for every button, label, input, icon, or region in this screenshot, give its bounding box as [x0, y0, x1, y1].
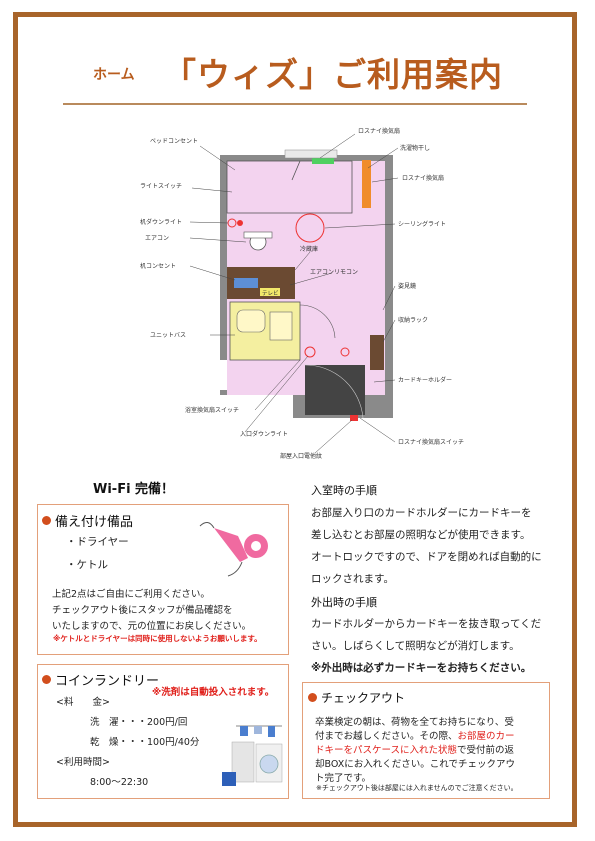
label-losnay-right: ロスナイ換気扇 — [402, 174, 444, 182]
bed-line — [291, 160, 301, 181]
amenities-warning: ※ケトルとドライヤーは同時に使用しないようお願いします。 — [53, 634, 262, 643]
label-laundry-pole: 洗濯物干し — [400, 144, 430, 152]
bullet-dot-icon — [42, 516, 51, 525]
label-unit-bath: ユニットバス — [150, 332, 186, 339]
detergent-note: ※洗剤は自動投入されます。 — [152, 687, 275, 698]
wifi-notice: Wi-Fi 完備！ — [93, 482, 175, 497]
tv-label: テレビ — [262, 289, 279, 297]
label-entrance-downlight: 入口ダウンライト — [240, 430, 288, 438]
label-fridge: 冷蔵庫 — [300, 245, 318, 253]
washing-machine-icon — [222, 725, 283, 786]
entrance-switch-marker — [350, 415, 358, 421]
exit-text: さい。しばらくして照明などが消灯します。 — [311, 640, 520, 652]
exit-text: カードホルダーからカードキーを抜き取ってくだ — [311, 618, 542, 630]
ceiling-light — [295, 213, 325, 243]
entry-title: 入室時の手順 — [311, 484, 377, 497]
label-card-holder: カードキーホルダー — [398, 376, 452, 384]
label-aircon: エアコン — [145, 235, 169, 242]
amenities-heading: 備え付け備品 — [42, 511, 133, 530]
amenities-text: いたしますので、元の位置にお戻しください。 — [52, 621, 252, 632]
bed — [226, 160, 353, 214]
amenities-text: チェックアウト後にスタッフが備品確認を — [52, 605, 233, 616]
dry-fee: 乾 燥・・・100円/40分 — [90, 737, 200, 748]
amenity-item: ・ケトル — [66, 559, 108, 571]
label-bath-fan-switch: 浴室換気扇スイッチ — [185, 406, 239, 414]
amenities-text: 上記2点はご自由にご利用ください。 — [52, 589, 210, 600]
downlight-marker — [340, 347, 350, 357]
toilet — [269, 311, 293, 341]
storage-rack — [370, 335, 384, 370]
fee-header: <料 金> — [56, 697, 110, 708]
entry-text: お部屋入り口のカードホルダーにカードキーを — [311, 507, 532, 519]
checkout-text-line: 付までお越しください。その際、お部屋のカー — [315, 731, 515, 742]
exit-warning: ※外出時は必ずカードキーをお持ちください。 — [311, 662, 532, 674]
leader-lines — [189, 133, 399, 454]
light-switch-marker — [237, 220, 243, 226]
bullet-dot-icon — [42, 675, 51, 684]
checkout-text: 却BOXにお入れください。これでチェックアウ — [315, 759, 515, 770]
checkout-text: 卒業検定の朝は、荷物を全てお持ちになり、受 — [315, 717, 514, 728]
entrance-downlight-marker — [304, 346, 316, 358]
label-desk-outlet: 机コンセント — [140, 262, 176, 270]
losnay-fan-right — [362, 160, 371, 208]
checkout-text: ト完了です。 — [315, 773, 372, 784]
floor-plan-drawing: テレビ — [140, 127, 464, 460]
bathtub — [236, 309, 266, 333]
label-light-switch: ライトスイッチ — [140, 183, 182, 190]
hair-dryer-icon — [199, 522, 268, 577]
laundry-heading: コインランドリー — [42, 670, 159, 689]
entrance-door — [304, 364, 364, 419]
label-losnay-top: ロスナイ換気扇 — [358, 127, 400, 135]
amenity-item: ・ドライヤー — [66, 536, 129, 548]
floor-plan: テレビ — [140, 120, 500, 469]
hours-header: <利用時間> — [56, 757, 110, 768]
bullet-dot-icon — [308, 693, 317, 702]
exit-title: 外出時の手順 — [311, 596, 377, 609]
checkout-heading: チェックアウト — [308, 689, 405, 706]
tv-box — [260, 288, 280, 296]
checkout-text-line: ドキーをパスケースに入れた状態で受付前の返 — [315, 745, 515, 756]
checkout-box — [302, 682, 550, 799]
laundry-pole — [312, 156, 334, 164]
aircon-unit — [234, 278, 258, 288]
amenities-box — [37, 504, 289, 655]
label-storage-rack: 収納ラック — [398, 316, 428, 324]
label-entrance-switch: 部屋入口電他紋 — [280, 452, 322, 460]
entry-text: 差し込むとお部屋の照明などが使用できます。 — [311, 529, 531, 541]
chair-back — [243, 231, 273, 239]
label-aircon-remote: エアコンリモコン — [310, 269, 358, 276]
title-divider — [63, 103, 527, 105]
label-mirror: 姿見鏡 — [398, 282, 416, 290]
entry-text: オートロックですので、ドアを閉めれば自動的に — [311, 551, 542, 563]
label-desk-downlight: 机ダウンライト — [140, 218, 182, 226]
label-bed-outlet: ベッドコンセント — [150, 138, 198, 145]
hours-value: 8:00～22:30 — [90, 777, 149, 788]
checkout-note: ※チェックアウト後は部屋には入れませんのでご注意ください。 — [316, 784, 518, 792]
losnay-fan-top — [284, 149, 338, 159]
bath-door — [299, 304, 336, 339]
title-prefix: ホーム — [93, 67, 135, 83]
wash-fee: 洗 濯・・・200円/回 — [90, 717, 188, 728]
entrance-floor — [305, 365, 365, 415]
entry-text: ロックされます。 — [311, 573, 394, 585]
page-title: 「ウィズ」ご利用案内 — [163, 55, 503, 94]
label-losnay-switch: ロスナイ換気扇スイッチ — [398, 438, 464, 446]
page-border — [13, 12, 577, 827]
label-ceiling-light: シーリングライト — [398, 220, 446, 228]
